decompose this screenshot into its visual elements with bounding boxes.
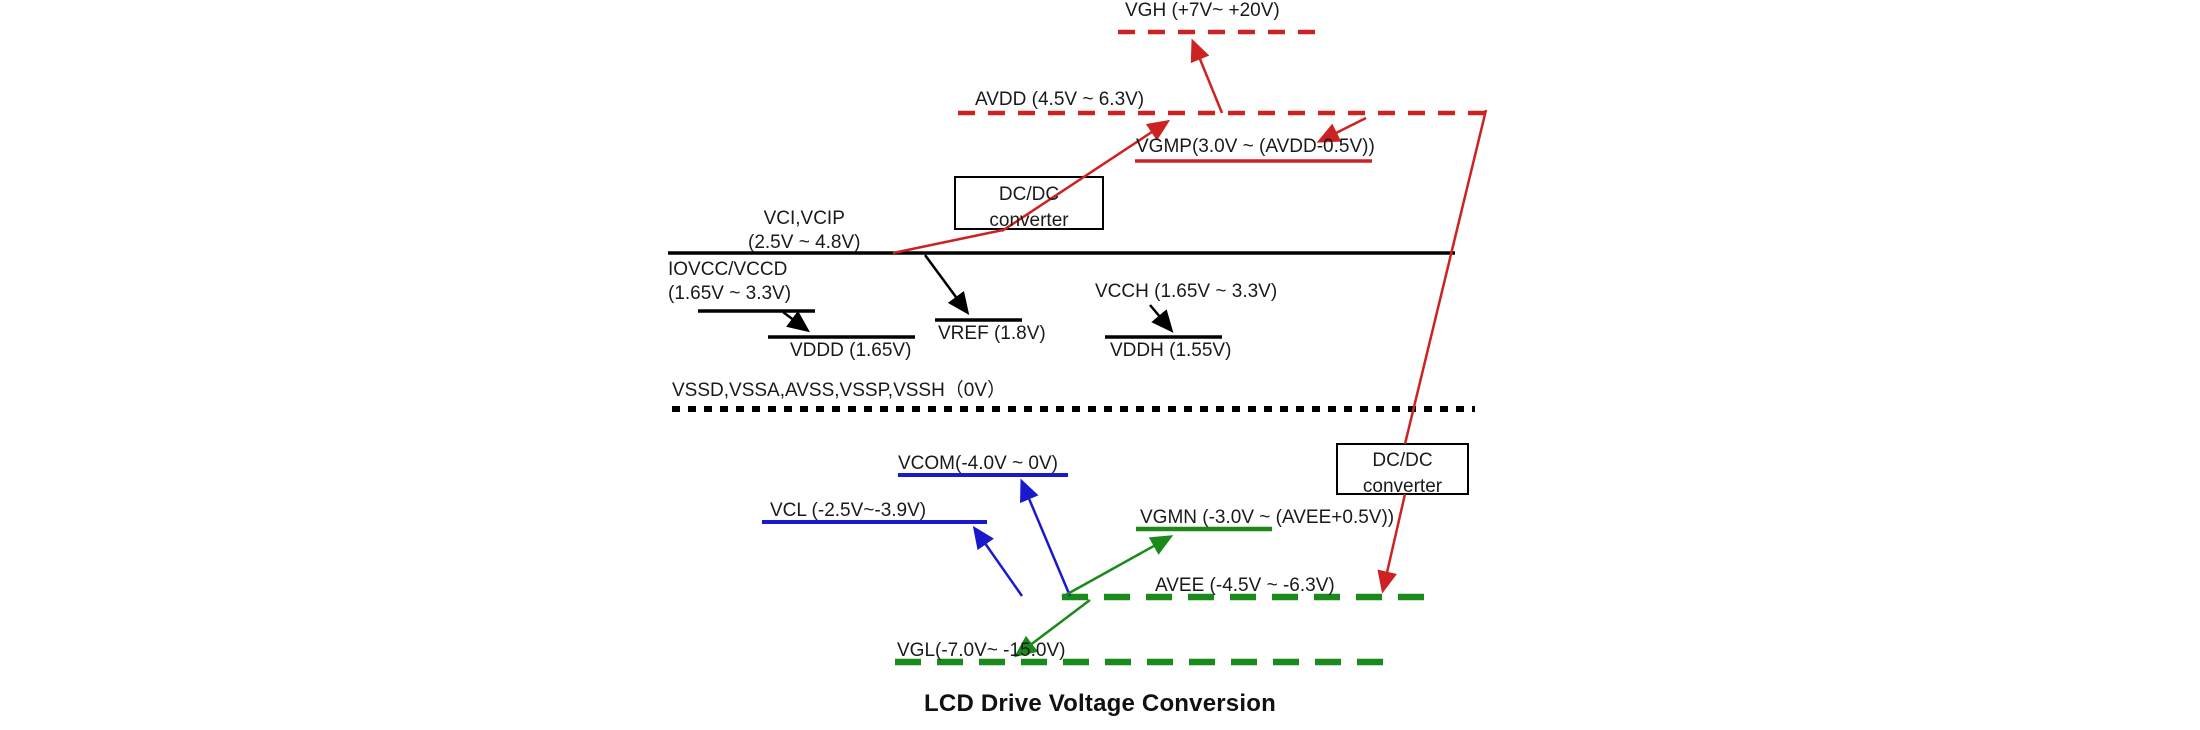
rail-label-vref: VREF (1.8V) [938,323,1046,344]
dcdc-converter-top-label: DC/DC converter [955,182,1103,233]
dcdc-converter-bottom-label: DC/DC converter [1337,448,1468,499]
arrow-avee-to-vcl [972,525,1024,597]
rail-label-iovcc-line1: IOVCC/VCCD [668,259,788,280]
rail-label-avdd: AVDD (4.5V ~ 6.3V) [975,89,1145,110]
rail-label-vddd: VDDD (1.65V) [790,340,912,361]
rail-label-vcl: VCL (-2.5V~-3.9V) [770,500,927,521]
rail-label-vgmp: VGMP(3.0V ~ (AVDD-0.5V)) [1136,136,1375,157]
connector-avdd-to-bottom-dcdc [1403,109,1488,445]
rail-label-avee: AVEE (-4.5V ~ -6.3V) [1155,575,1335,596]
connector-vci-to-dcdc [892,228,1004,255]
dcdc-top-line2: converter [989,209,1069,231]
diagram-title: LCD Drive Voltage Conversion [924,690,1276,717]
dcdc-top-line1: DC/DC [998,184,1060,205]
arrow-bottom-dcdc-to-avee [1377,493,1407,594]
rail-label-vgh: VGH (+7V~ +20V) [1125,0,1280,21]
arrow-avdd-to-vgh [1190,38,1224,114]
arrow-avee-to-vcom [1020,478,1072,597]
rail-label-vss: VSSD,VSSA,AVSS,VSSP,VSSH（0V） [672,380,1007,401]
arrow-vci-to-vref [923,254,970,316]
arrow-dcdc-to-avdd [1001,119,1171,233]
rail-label-vci-line1: VCI,VCIP [763,208,845,229]
arrow-vcch-to-vddh [1149,304,1174,333]
arrow-avdd-to-vgmp [1316,116,1367,143]
dcdc-bottom-line2: converter [1362,475,1443,497]
rail-label-vcom: VCOM(-4.0V ~ 0V) [898,453,1058,474]
arrow-iovcc-to-vddd [782,310,810,333]
arrow-avee-to-vgl [1014,599,1091,658]
rail-label-vcch: VCCH (1.65V ~ 3.3V) [1095,281,1278,302]
dcdc-converter-bottom-box [1336,443,1469,495]
rail-label-vgl: VGL(-7.0V~ -15.0V) [897,640,1066,661]
rail-label-vci-line2: (2.5V ~ 4.8V) [748,231,861,253]
dcdc-converter-top-box [954,176,1104,230]
rail-label-vddh: VDDH (1.55V) [1110,340,1232,361]
rail-label-vgmn: VGMN (-3.0V ~ (AVEE+0.5V)) [1140,507,1395,528]
dcdc-bottom-line1: DC/DC [1372,450,1433,471]
arrow-avee-to-vgmn [1061,535,1174,599]
rail-label-iovcc-line2: (1.65V ~ 3.3V) [668,283,792,304]
rail-label-vci: VCI,VCIP (2.5V ~ 4.8V) [748,207,860,255]
